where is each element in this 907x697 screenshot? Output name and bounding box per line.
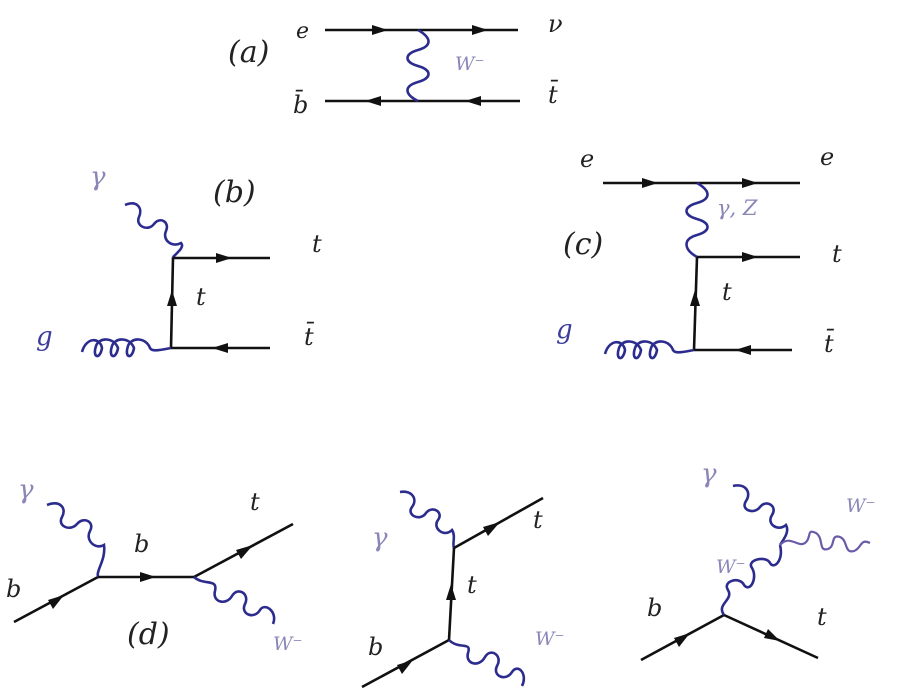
label-t: t: [817, 603, 827, 631]
arrow-right-icon: [642, 178, 658, 188]
arrow-right-icon: [140, 572, 156, 582]
arrow-up-icon: [446, 584, 456, 600]
photon-line: [124, 202, 184, 260]
label-tbar: t̄: [304, 322, 315, 351]
label-gamma-z: γ, Z: [717, 196, 758, 220]
arrow-left-icon: [735, 345, 751, 355]
w-propagator-line: [720, 544, 783, 616]
arrow-right-icon: [472, 25, 488, 35]
arrow-icon: [483, 522, 500, 536]
label-e: e: [296, 19, 309, 44]
label-gamma: γ: [18, 475, 34, 505]
arrow-icon: [764, 629, 780, 641]
label-e-in: e: [580, 145, 594, 173]
label-b-propagator: b: [134, 530, 149, 558]
label-t: t: [312, 230, 322, 258]
arrow-right-icon: [742, 252, 758, 262]
label-t-propagator: t: [467, 571, 477, 599]
label-tbar: t̄: [548, 80, 559, 109]
arrow-right-icon: [216, 253, 232, 263]
label-t: t: [832, 240, 842, 268]
label-w-minus: W⁻: [273, 633, 303, 655]
photon-line: [46, 502, 106, 578]
photon-line: [399, 490, 456, 549]
gamma-z-propagator: [685, 181, 709, 259]
label-b: b: [647, 594, 662, 622]
arrow-icon: [48, 595, 64, 609]
label-gamma: γ: [372, 523, 388, 553]
arrow-right-icon: [372, 25, 388, 35]
arrow-icon: [397, 660, 413, 674]
gluon-line: [80, 338, 172, 358]
diagram-b-tag: (b): [213, 175, 256, 210]
diagram-d-tchannel: γ t t b W⁻: [361, 490, 565, 689]
label-t: t: [250, 488, 260, 516]
label-gamma: γ: [90, 162, 106, 192]
w-out-line: [779, 530, 871, 553]
diagram-d-schannel: γ b b t W⁻ (d): [6, 475, 303, 655]
diagram-d-tag: (d): [127, 617, 170, 652]
label-b-in: b: [6, 575, 21, 603]
photon-line: [732, 484, 789, 546]
label-e-out: e: [820, 143, 834, 171]
diagram-b: (b) γ t t t̄ g: [36, 162, 322, 358]
label-tbar: t̄: [824, 329, 835, 358]
diagram-a-tag: (a): [228, 35, 269, 70]
label-w-minus: W⁻: [455, 53, 485, 75]
arrow-up-icon: [690, 290, 700, 306]
label-b: b: [368, 633, 383, 661]
label-t: t: [533, 506, 543, 534]
w-boson-propagator: [406, 28, 430, 103]
arrow-left-icon: [465, 96, 481, 106]
arrow-left-icon: [212, 343, 228, 353]
label-w-minus-internal: W⁻: [716, 556, 746, 578]
label-w-minus-out: W⁻: [846, 495, 876, 517]
w-boson-line: [448, 638, 526, 687]
label-nu: ν: [548, 10, 563, 38]
arrow-right-icon: [742, 178, 758, 188]
label-g: g: [556, 315, 573, 345]
diagram-c-tag: (c): [563, 227, 603, 262]
label-t-propagator: t: [196, 283, 206, 311]
gluon-line: [603, 340, 695, 360]
diagram-c: (c) e e γ, Z t t t̄ g: [556, 143, 842, 360]
arrow-icon: [236, 545, 253, 559]
w-boson-line: [193, 575, 276, 625]
label-bbar: b̄: [293, 90, 308, 119]
label-w-minus: W⁻: [535, 628, 565, 650]
label-t-propagator: t: [722, 278, 732, 306]
arrow-left-icon: [365, 96, 381, 106]
arrow-up-icon: [167, 290, 177, 306]
arrow-icon: [674, 633, 690, 647]
label-g: g: [36, 322, 53, 352]
diagram-a: (a) e ν b̄ t̄ W⁻: [228, 10, 563, 119]
label-gamma: γ: [701, 459, 717, 489]
diagram-d-wexchange: γ W⁻ W⁻ b t: [640, 459, 876, 662]
